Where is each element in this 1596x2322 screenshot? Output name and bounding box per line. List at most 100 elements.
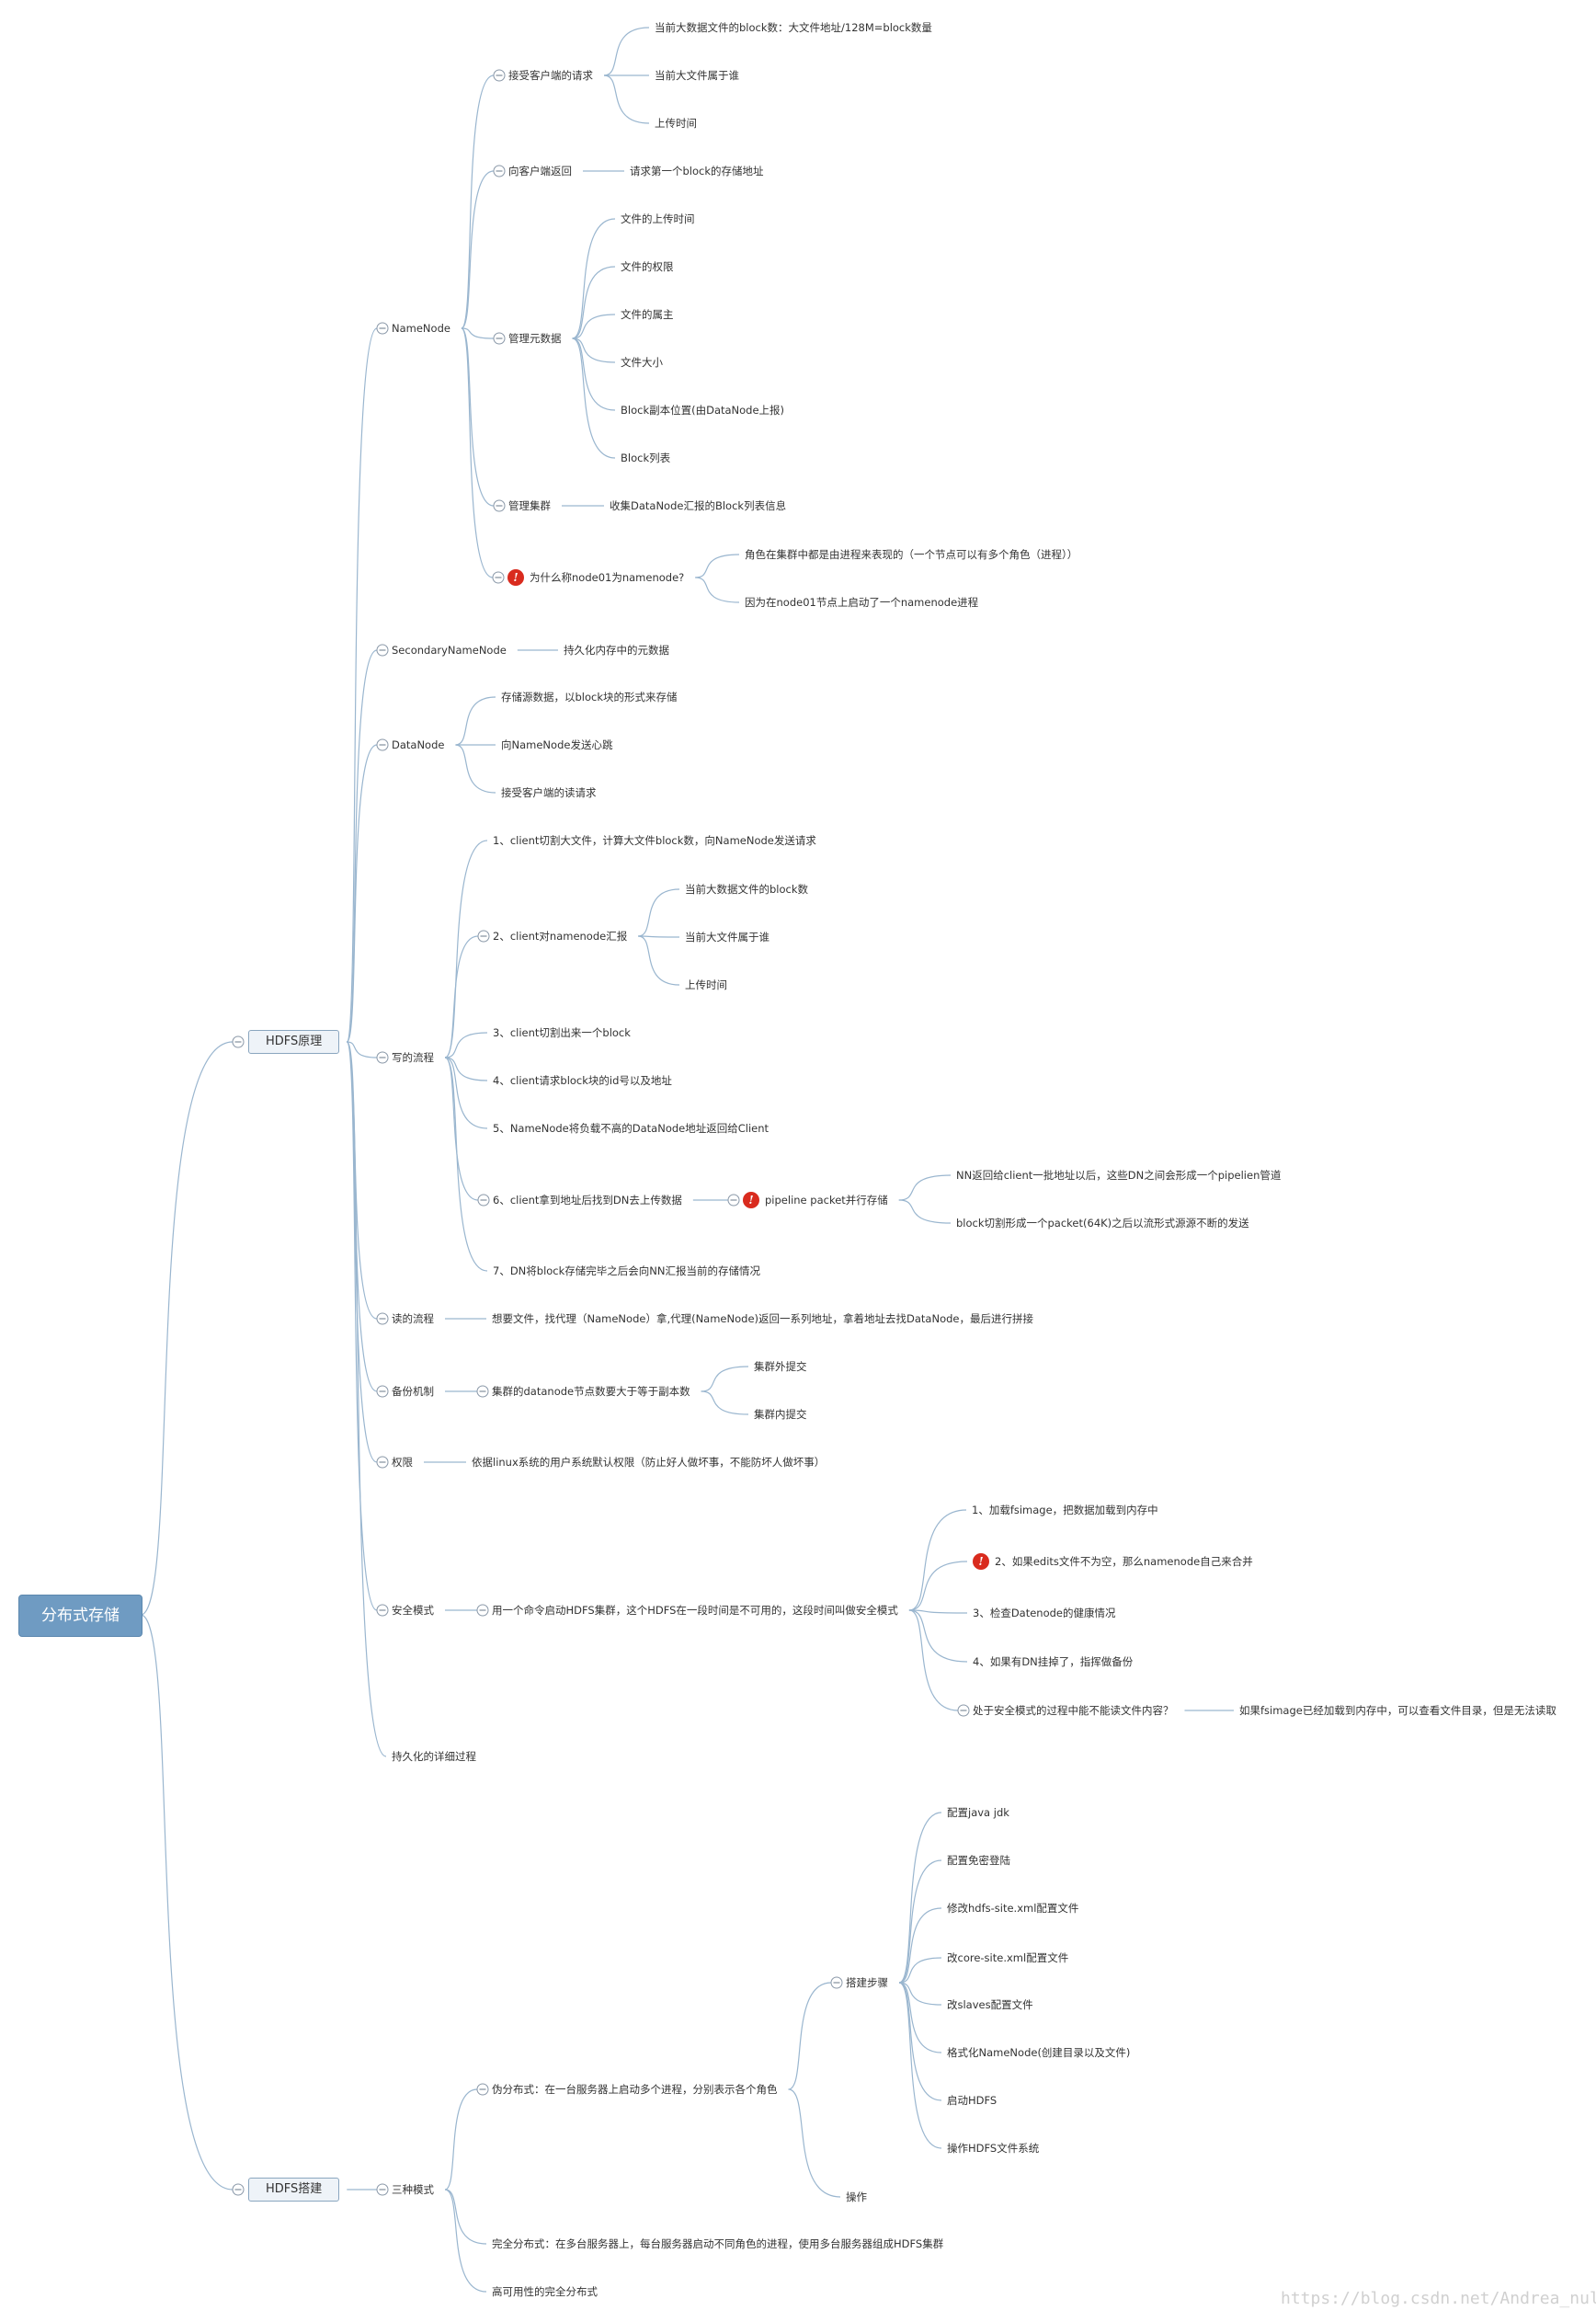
mindmap-node-0-6[interactable]: 权限 — [392, 1456, 413, 1469]
mindmap-node-0-7-0-2[interactable]: 3、检查Datenode的健康情况 — [973, 1607, 1116, 1619]
mindmap-node-0-0-2-4[interactable]: Block副本位置(由DataNode上报) — [621, 404, 784, 417]
mindmap-node-0-3-1-2[interactable]: 上传时间 — [685, 978, 727, 991]
mindmap-node-0-7-0-1[interactable]: !2、如果edits文件不为空，那么namenode自己来合并 — [973, 1553, 1253, 1570]
collapse-toggle-icon[interactable] — [376, 1051, 389, 1064]
collapse-toggle-icon[interactable] — [376, 1456, 389, 1469]
mindmap-node-1-0-0-1[interactable]: 操作 — [846, 2190, 867, 2203]
mindmap-node-0-0-1-0[interactable]: 请求第一个block的存储地址 — [630, 165, 764, 177]
node-label: 改core-site.xml配置文件 — [947, 1951, 1069, 1964]
collapse-toggle-icon[interactable] — [493, 165, 506, 177]
collapse-toggle-icon[interactable] — [232, 2183, 245, 2196]
mindmap-node-0-0-3-0[interactable]: 收集DataNode汇报的Block列表信息 — [610, 499, 786, 512]
mindmap-node-1-0[interactable]: 三种模式 — [392, 2183, 434, 2196]
mindmap-node-0-3-3[interactable]: 4、client请求block块的id号以及地址 — [493, 1074, 672, 1087]
collapse-toggle-icon[interactable] — [376, 1604, 389, 1617]
mindmap-node-0-0-2-5[interactable]: Block列表 — [621, 452, 670, 464]
mindmap-node-0-0-2-0[interactable]: 文件的上传时间 — [621, 212, 695, 225]
collapse-toggle-icon[interactable] — [476, 2083, 489, 2096]
mindmap-node-0-3-5-0[interactable]: !pipeline packet并行存储 — [743, 1192, 888, 1208]
collapse-toggle-icon[interactable] — [476, 1604, 489, 1617]
collapse-toggle-icon[interactable] — [830, 1976, 843, 1989]
mindmap-node-0-3-0[interactable]: 1、client切割大文件，计算大文件block数，向NameNode发送请求 — [493, 834, 816, 847]
collapse-toggle-icon[interactable] — [493, 332, 506, 345]
mindmap-node-1-0-0-0-0[interactable]: 配置java jdk — [947, 1806, 1009, 1819]
mindmap-node-0-5-0[interactable]: 集群的datanode节点数要大于等于副本数 — [492, 1385, 690, 1398]
mindmap-node-0-0[interactable]: NameNode — [392, 322, 450, 335]
mindmap-node-0-3-5[interactable]: 6、client拿到地址后找到DN去上传数据 — [493, 1194, 682, 1207]
mindmap-node-0-7-0-4[interactable]: 处于安全模式的过程中能不能读文件内容？ — [973, 1704, 1174, 1717]
collapse-toggle-icon[interactable] — [232, 1035, 245, 1048]
mindmap-node-0-0-4-1[interactable]: 因为在node01节点上启动了一个namenode进程 — [745, 596, 978, 609]
mindmap-node-0-0-3[interactable]: 管理集群 — [508, 499, 551, 512]
mindmap-node-0-7-0-0[interactable]: 1、加载fsimage，把数据加载到内存中 — [972, 1504, 1158, 1516]
mindmap-node-1-0-0-0-4[interactable]: 改slaves配置文件 — [947, 1998, 1033, 2011]
mindmap-node-1-0-0[interactable]: 伪分布式：在一台服务器上启动多个进程，分别表示各个角色 — [492, 2083, 778, 2096]
collapse-toggle-icon[interactable] — [476, 1385, 489, 1398]
collapse-toggle-icon[interactable] — [727, 1194, 740, 1207]
mindmap-node-0-1-0[interactable]: 持久化内存中的元数据 — [564, 644, 669, 657]
mindmap-node-0-3-6[interactable]: 7、DN将block存储完毕之后会向NN汇报当前的存储情况 — [493, 1264, 760, 1277]
mindmap-node-0-5-0-0[interactable]: 集群外提交 — [754, 1360, 807, 1373]
mindmap-node-0-0-0-2[interactable]: 上传时间 — [655, 117, 697, 130]
collapse-toggle-icon[interactable] — [376, 322, 389, 335]
mindmap-node-0-1[interactable]: SecondaryNameNode — [392, 644, 507, 657]
collapse-toggle-icon[interactable] — [493, 499, 506, 512]
main-branch-0[interactable]: HDFS原理 — [248, 1030, 340, 1054]
mindmap-node-1-0-0-0-7[interactable]: 操作HDFS文件系统 — [947, 2142, 1039, 2155]
mindmap-node-0-3-5-0-0[interactable]: NN返回给client一批地址以后，这些DN之间会形成一个pipelien管道 — [956, 1169, 1281, 1182]
mindmap-node-0-0-2-3[interactable]: 文件大小 — [621, 356, 663, 369]
mindmap-node-0-0-0-1[interactable]: 当前大文件属于谁 — [655, 69, 739, 82]
collapse-toggle-icon[interactable] — [493, 69, 506, 82]
collapse-toggle-icon[interactable] — [376, 1385, 389, 1398]
mindmap-node-1-0-2[interactable]: 高可用性的完全分布式 — [492, 2285, 598, 2298]
collapse-toggle-icon[interactable] — [957, 1704, 970, 1717]
mindmap-node-0-0-4-0[interactable]: 角色在集群中都是由进程来表现的（一个节点可以有多个角色（进程）） — [745, 548, 1077, 561]
collapse-toggle-icon[interactable] — [477, 930, 490, 943]
node-label: 请求第一个block的存储地址 — [630, 165, 764, 177]
mindmap-node-0-0-2-1[interactable]: 文件的权限 — [621, 260, 674, 273]
mindmap-node-0-3-5-0-1[interactable]: block切割形成一个packet(64K)之后以流形式源源不断的发送 — [956, 1217, 1249, 1230]
mindmap-node-1-0-1[interactable]: 完全分布式：在多台服务器上，每台服务器启动不同角色的进程，使用多台服务器组成HD… — [492, 2237, 943, 2250]
mindmap-node-0-7-0-4-0[interactable]: 如果fsimage已经加载到内存中，可以查看文件目录，但是无法读取 — [1239, 1704, 1556, 1717]
mindmap-node-0-3-1-1[interactable]: 当前大文件属于谁 — [685, 931, 770, 944]
mindmap-node-0-5-0-1[interactable]: 集群内提交 — [754, 1408, 807, 1421]
collapse-toggle-icon[interactable] — [376, 644, 389, 657]
mindmap-node-0-0-2-2[interactable]: 文件的属主 — [621, 308, 674, 321]
mindmap-node-0-2-1[interactable]: 向NameNode发送心跳 — [501, 738, 612, 751]
mindmap-node-1-0-0-0[interactable]: 搭建步骤 — [846, 1976, 888, 1989]
collapse-toggle-icon[interactable] — [477, 1194, 490, 1207]
mindmap-node-0-6-0[interactable]: 依据linux系统的用户系统默认权限（防止好人做坏事，不能防坏人做坏事） — [472, 1456, 825, 1469]
mindmap-node-0-4[interactable]: 读的流程 — [392, 1312, 434, 1325]
root-node[interactable]: 分布式存储 — [18, 1595, 142, 1637]
mindmap-node-0-0-2[interactable]: 管理元数据 — [508, 332, 562, 345]
mindmap-node-0-3-2[interactable]: 3、client切割出来一个block — [493, 1026, 631, 1039]
mindmap-node-0-0-0-0[interactable]: 当前大数据文件的block数：大文件地址/128M=block数量 — [655, 21, 932, 34]
mindmap-node-0-0-0[interactable]: 接受客户端的请求 — [508, 69, 593, 82]
mindmap-node-0-3-4[interactable]: 5、NameNode将负载不高的DataNode地址返回给Client — [493, 1122, 769, 1135]
mindmap-node-0-7-0-3[interactable]: 4、如果有DN挂掉了，指挥做备份 — [973, 1655, 1133, 1668]
mindmap-node-0-8[interactable]: 持久化的详细过程 — [392, 1750, 476, 1763]
mindmap-node-0-2-0[interactable]: 存储源数据，以block块的形式来存储 — [501, 691, 678, 703]
mindmap-node-0-3-1[interactable]: 2、client对namenode汇报 — [493, 930, 627, 943]
mindmap-node-1-0-0-0-5[interactable]: 格式化NameNode(创建目录以及文件) — [947, 2046, 1130, 2059]
mindmap-node-1-0-0-0-1[interactable]: 配置免密登陆 — [947, 1854, 1010, 1867]
mindmap-node-0-3-1-0[interactable]: 当前大数据文件的block数 — [685, 883, 808, 896]
mindmap-node-1-0-0-0-2[interactable]: 修改hdfs-site.xml配置文件 — [947, 1902, 1078, 1915]
mindmap-node-0-7[interactable]: 安全模式 — [392, 1604, 434, 1617]
mindmap-node-0-5[interactable]: 备份机制 — [392, 1385, 434, 1398]
mindmap-node-0-2[interactable]: DataNode — [392, 738, 444, 751]
collapse-toggle-icon[interactable] — [492, 571, 505, 584]
mindmap-node-1-0-0-0-3[interactable]: 改core-site.xml配置文件 — [947, 1951, 1068, 1964]
mindmap-node-0-0-4[interactable]: !为什么称node01为namenode? — [507, 569, 684, 586]
node-label: DataNode — [392, 738, 445, 751]
mindmap-node-0-0-1[interactable]: 向客户端返回 — [508, 165, 572, 177]
collapse-toggle-icon[interactable] — [376, 2183, 389, 2196]
collapse-toggle-icon[interactable] — [376, 738, 389, 751]
mindmap-node-0-2-2[interactable]: 接受客户端的读请求 — [501, 786, 597, 799]
main-branch-1[interactable]: HDFS搭建 — [248, 2178, 340, 2202]
mindmap-node-0-7-0[interactable]: 用一个命令启动HDFS集群，这个HDFS在一段时间是不可用的，这段时间叫做安全模… — [492, 1604, 898, 1617]
mindmap-node-0-3[interactable]: 写的流程 — [392, 1051, 434, 1064]
mindmap-node-0-4-0[interactable]: 想要文件，找代理（NameNode）拿,代理(NameNode)返回一系列地址，… — [492, 1312, 1033, 1325]
collapse-toggle-icon[interactable] — [376, 1312, 389, 1325]
mindmap-node-1-0-0-0-6[interactable]: 启动HDFS — [947, 2094, 997, 2107]
